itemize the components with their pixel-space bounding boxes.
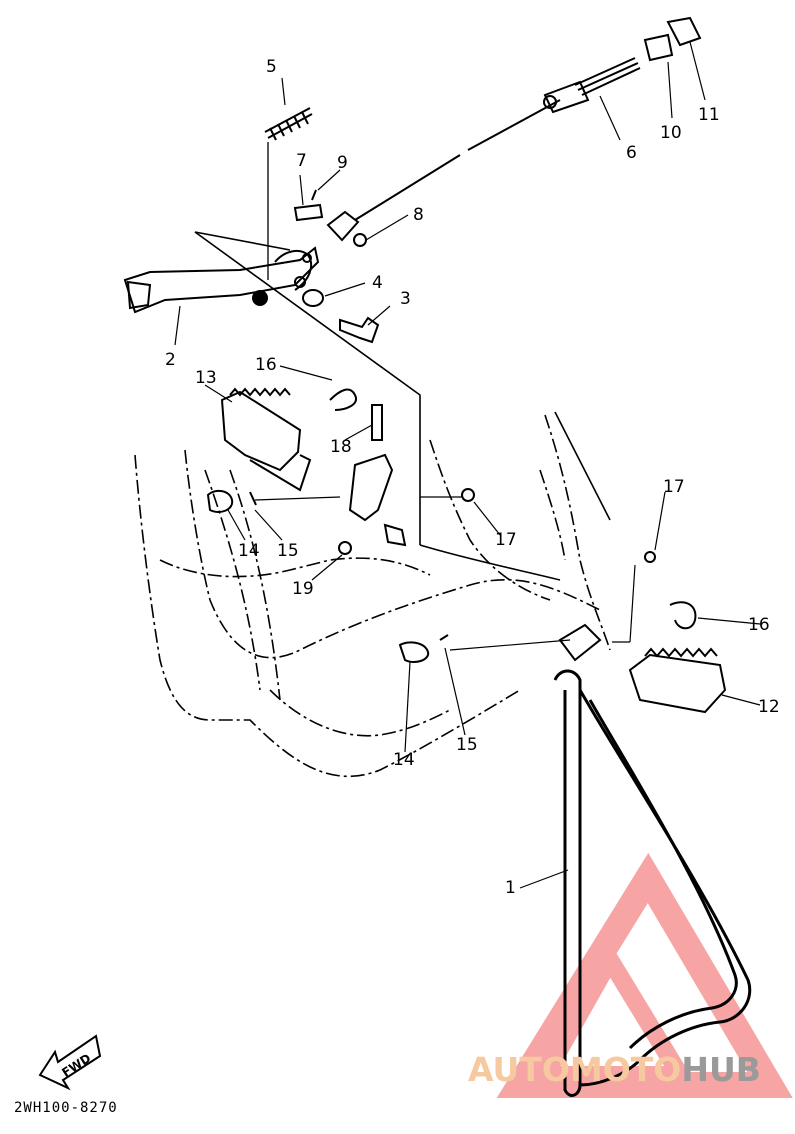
callout-9: 9 [337,153,348,173]
clevis-pin-and-cotter [293,174,324,222]
watermark-text: AUTOMOTOHUB [468,1050,761,1089]
left-footrest [220,387,357,492]
callout-14a: 14 [238,541,260,561]
callout-17b: 17 [663,477,685,497]
callout-18: 18 [330,437,352,457]
watermark-part1: AUTOMOTO [468,1050,682,1089]
callout-7: 7 [296,151,307,171]
frame-outline [134,414,611,778]
callout-15b: 15 [456,735,478,755]
callout-6: 6 [626,143,637,163]
callout-19: 19 [292,579,314,599]
right-footrest [628,601,727,714]
callout-17a: 17 [495,530,517,550]
callout-1: 1 [505,878,516,898]
callout-11: 11 [698,105,720,125]
brake-rod [326,57,641,242]
rod-adjuster-parts [643,16,702,62]
callout-8: 8 [413,205,424,225]
callout-16a: 16 [255,355,277,375]
brake-pedal [123,246,320,314]
callout-3: 3 [400,289,411,309]
callout-4: 4 [372,273,383,293]
rear-frame-lines [194,231,611,581]
footrest-bracket-hardware [206,404,656,663]
callout-5: 5 [266,57,277,77]
callout-15a: 15 [277,541,299,561]
callout-10: 10 [660,123,682,143]
nut-washer-bolt [302,233,380,344]
callout-16b: 16 [748,615,770,635]
pedal-return-spring [264,107,313,280]
watermark-part2: HUB [681,1050,761,1089]
side-stand [553,669,752,1097]
callout-2: 2 [165,350,176,370]
callout-numbers: 1 2 3 4 5 6 7 8 9 10 11 12 13 14 15 16 1… [165,57,780,898]
forward-arrow-icon: FWD [38,1034,102,1091]
drawing-code: 2WH100-8270 [14,1100,118,1116]
callout-leader-lines [174,41,761,889]
callout-14b: 14 [393,750,415,770]
callout-12: 12 [758,697,780,717]
callout-13: 13 [195,368,217,388]
watermark-logo-icon [496,852,793,1098]
